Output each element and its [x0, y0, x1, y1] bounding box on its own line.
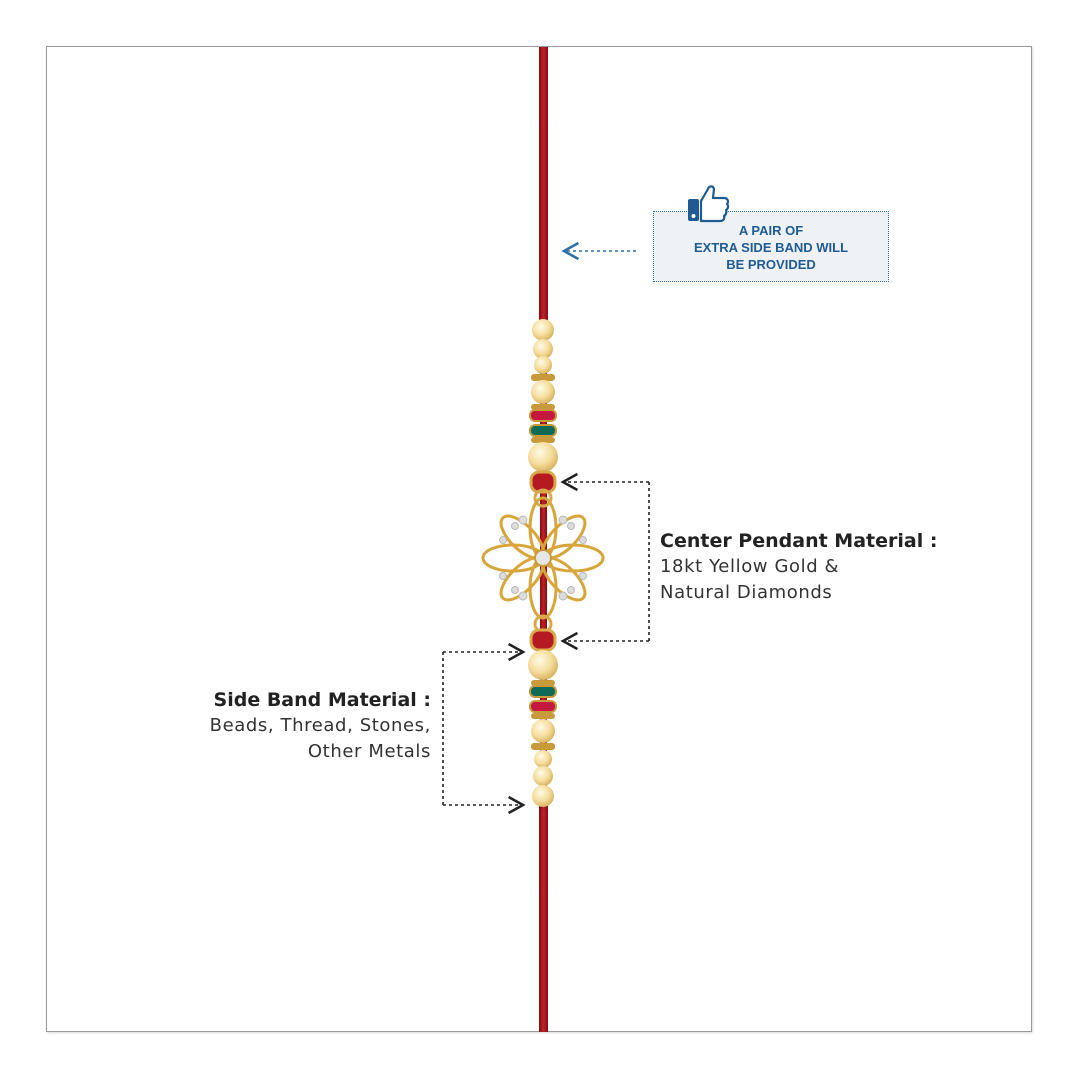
- upper-link: [529, 470, 557, 508]
- callout-line-2: EXTRA SIDE BAND WILL: [693, 240, 849, 255]
- callout-line-1: A PAIR OF: [738, 223, 804, 238]
- side-band-bracket: [442, 642, 526, 815]
- thread-top: [539, 47, 548, 337]
- upper-bead-string: [528, 319, 558, 472]
- center-pendant-bracket: [560, 472, 650, 651]
- callout-line-3: BE PROVIDED: [726, 257, 816, 272]
- flower-pendant: [481, 496, 605, 620]
- center-pendant-line-1: 18kt Yellow Gold &: [660, 556, 840, 577]
- center-pendant-label: Center Pendant Material : 18kt Yellow Go…: [660, 528, 937, 606]
- side-band-line-2: Other Metals: [307, 741, 431, 762]
- center-pendant-line-2: Natural Diamonds: [660, 582, 833, 603]
- center-pendant-title: Center Pendant Material :: [660, 530, 938, 552]
- lower-bead-string: [528, 650, 558, 807]
- side-band-title: Side Band Material :: [213, 689, 431, 711]
- side-band-label: Side Band Material : Beads, Thread, Ston…: [210, 687, 431, 765]
- thumbs-up-icon: [688, 185, 730, 223]
- extra-band-callout: A PAIR OF EXTRA SIDE BAND WILL BE PROVID…: [653, 211, 889, 282]
- thread-bottom: [539, 800, 548, 1032]
- callout-text: A PAIR OF EXTRA SIDE BAND WILL BE PROVID…: [654, 222, 888, 273]
- side-band-line-1: Beads, Thread, Stones,: [209, 715, 431, 736]
